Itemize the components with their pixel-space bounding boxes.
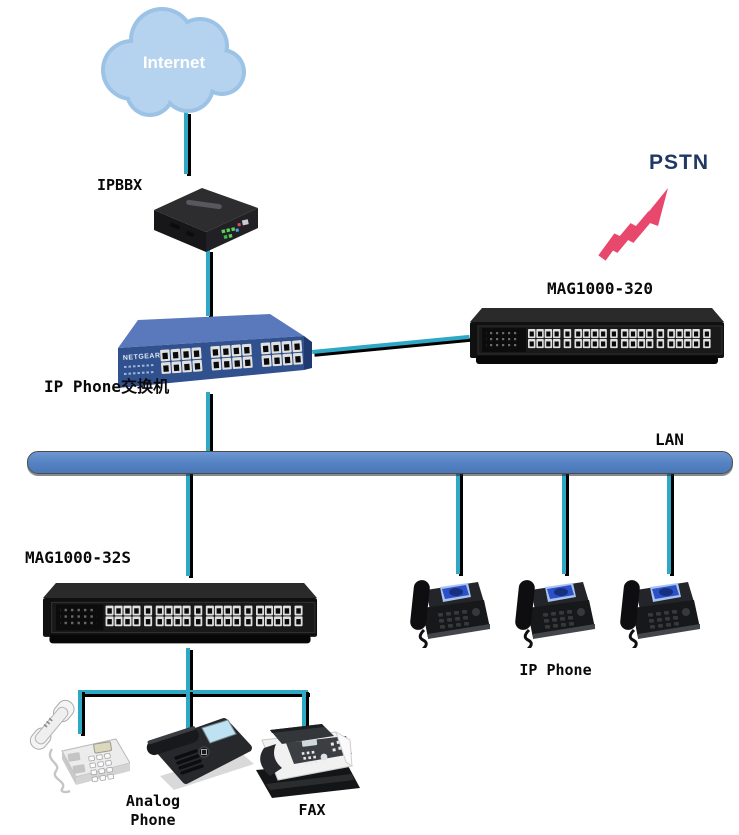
ip-switch-device: NETGEAR (118, 314, 312, 388)
ipbbx-label: IPBBX (97, 176, 143, 194)
internet-label: Internet (143, 53, 206, 72)
ip-switch-label: IP Phone交换机 (44, 377, 170, 396)
ipbbx-device (154, 188, 258, 252)
mag320-label: MAG1000-320 (547, 279, 653, 298)
fax-device (255, 723, 361, 799)
link-lan-ipphone1 (456, 472, 460, 574)
switch-brand-label: NETGEAR (123, 352, 161, 362)
internet-cloud-icon: Internet (101, 7, 246, 117)
mag32s-device (38, 570, 322, 652)
link-junction-bus (78, 690, 308, 694)
link-junction-fax (302, 690, 306, 734)
link-switch-mag320 (312, 334, 470, 354)
lan-bus (27, 451, 733, 474)
ip-phone-3 (617, 577, 702, 648)
link-junction-analogphone (186, 690, 190, 730)
analog-phone-dark (140, 700, 258, 796)
link-lan-ipphone3 (667, 472, 671, 574)
ip-phone-label: IP Phone (519, 661, 592, 679)
mag320-device (466, 296, 728, 372)
analog-phone-label-line1: Analog (125, 792, 181, 810)
link-ipbbx-switch (206, 250, 210, 316)
analog-phone-white (25, 695, 130, 794)
ip-phone-2 (512, 577, 597, 648)
link-lan-ipphone2 (562, 472, 566, 574)
mag32s-label: MAG1000-32S (25, 548, 131, 567)
pstn-arrow-icon (598, 188, 668, 261)
analog-phone-label: Analog Phone (103, 792, 203, 830)
link-mag32s-junction (186, 648, 190, 694)
lan-label: LAN (655, 430, 684, 449)
link-lan-mag32s (186, 472, 190, 576)
link-switch-lan (206, 392, 210, 452)
link-internet-ipbbx (184, 112, 188, 174)
fax-label: FAX (298, 801, 326, 819)
pstn-label: PSTN (649, 151, 710, 174)
ip-phone-1 (407, 577, 492, 648)
link-junction-whitephone (78, 690, 82, 734)
analog-phone-label-line2: Phone (130, 811, 176, 829)
